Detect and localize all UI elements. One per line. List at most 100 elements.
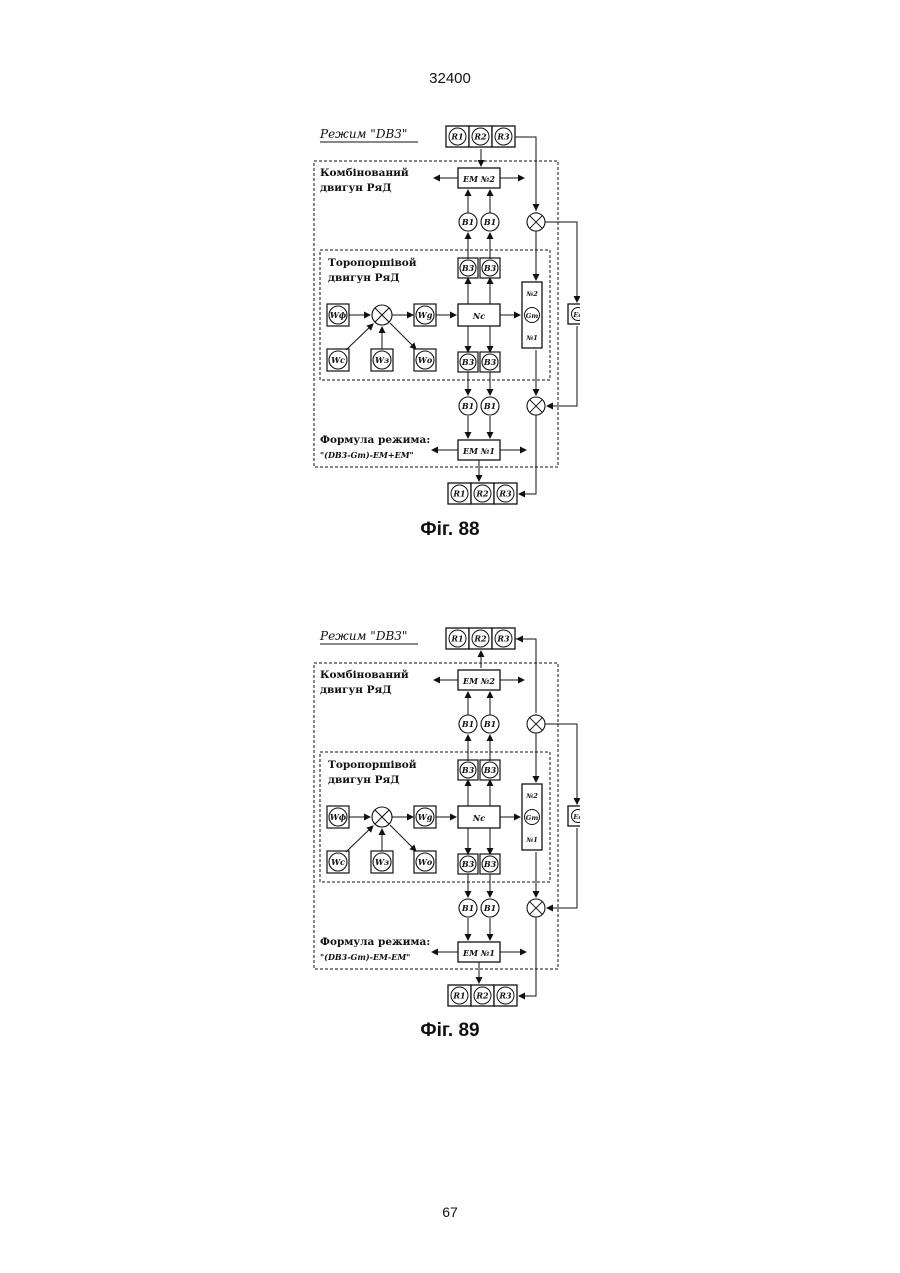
r-bank-bottom: R1R2R3 xyxy=(448,483,517,504)
b1-bottom-left: B1 xyxy=(459,899,477,917)
r3-label: R3 xyxy=(498,991,512,1001)
b1-bottom-left-label: B1 xyxy=(461,903,474,913)
b1-bottom-right: B1 xyxy=(481,397,499,415)
w-o-output: Wо xyxy=(414,851,436,873)
w-z-input: Wз xyxy=(371,349,393,371)
gm-label: Gm xyxy=(526,814,539,822)
em-top-block: EM №2 xyxy=(458,168,500,188)
nc-block: Nc xyxy=(458,304,500,326)
em-bottom-block: EM №1 xyxy=(458,942,500,962)
b1-top-left-label: B1 xyxy=(461,217,474,227)
nc-label: Nc xyxy=(472,813,485,823)
figure-88-diagram: Режим "DB3"R1R2R3R1R2R3Комбінованийдвигу… xyxy=(300,118,580,518)
b3-top-left-label: B3 xyxy=(461,263,475,273)
b1-top-right-label: B1 xyxy=(483,217,496,227)
b3-top-left: B3 xyxy=(458,258,478,278)
w-o-output: Wо xyxy=(414,349,436,371)
r-bank-bottom: R1 R2 R3 xyxy=(448,985,517,1006)
b1-top-right-label: B1 xyxy=(483,719,496,729)
summing-junction-w xyxy=(372,305,392,325)
formula-title: Формула режима: xyxy=(320,936,430,948)
formula-text: "(DB3-Gm)-EM-EM" xyxy=(320,952,410,962)
w-c-input-label: Wc xyxy=(331,857,345,867)
w-z-input-label: Wз xyxy=(375,857,389,867)
r3-label: R3 xyxy=(498,489,512,499)
formula-text: "(DB3-Gm)-EM+EM" xyxy=(320,450,414,460)
b3-top-right-label: B3 xyxy=(483,263,497,273)
w-o-output-label: Wо xyxy=(418,857,433,867)
document-number: 32400 xyxy=(0,70,900,87)
em-bottom-label: EM №1 xyxy=(462,948,495,958)
gm-block: №2Gm№1 xyxy=(522,784,542,850)
em-top-label: EM №2 xyxy=(462,174,495,184)
w-c-input: Wc xyxy=(327,349,349,371)
combined-engine-label: Комбінований xyxy=(320,669,409,681)
nc-block: Nc xyxy=(458,806,500,828)
w-f-input-label: Wф xyxy=(330,812,346,822)
w-g-output: Wg xyxy=(414,806,436,828)
ea-block: Ea xyxy=(568,806,580,826)
b3-bottom-left: B3 xyxy=(458,854,478,874)
b3-bottom-right: B3 xyxy=(480,854,500,874)
gm-no1-label: №1 xyxy=(525,334,538,342)
b1-top-left-label: B1 xyxy=(461,719,474,729)
figure-89-caption: Фіг. 89 xyxy=(0,1020,900,1042)
em-top-block: EM №2 xyxy=(458,670,500,690)
b3-bottom-right-label: B3 xyxy=(483,357,497,367)
r1-label: R1 xyxy=(450,634,463,644)
r-bank-top: R1R2R3 xyxy=(446,628,515,649)
r2-label: R2 xyxy=(475,991,489,1001)
b3-top-right-label: B3 xyxy=(483,765,497,775)
w-f-input: Wф xyxy=(327,304,349,326)
b1-bottom-left-label: B1 xyxy=(461,401,474,411)
w-g-output: Wg xyxy=(414,304,436,326)
b1-bottom-right-label: B1 xyxy=(483,903,496,913)
rotary-engine-label: Торопоршівой xyxy=(328,257,417,269)
b1-bottom-left: B1 xyxy=(459,397,477,415)
gm-block: №2Gm№1 xyxy=(522,282,542,348)
b3-top-left: B3 xyxy=(458,760,478,780)
w-c-input-label: Wc xyxy=(331,355,345,365)
rotary-engine-label-2: двигун РяД xyxy=(328,272,400,284)
figure-89-diagram: Режим "DB3"R1R2R3R1R2R3Комбінованийдвигу… xyxy=(300,620,580,1020)
summing-junction-w xyxy=(372,807,392,827)
ea-label: Ea xyxy=(572,813,580,821)
nc-label: Nc xyxy=(472,311,485,321)
summing-junction-bottom xyxy=(527,397,545,415)
b3-bottom-left: B3 xyxy=(458,352,478,372)
ea-label: Ea xyxy=(572,311,580,319)
b3-top-right: B3 xyxy=(480,258,500,278)
summing-junction-top xyxy=(527,715,545,733)
rotary-engine-label: Торопоршівой xyxy=(328,759,417,771)
r2-label: R2 xyxy=(475,489,489,499)
r3-label: R3 xyxy=(496,132,510,142)
combined-engine-label-2: двигун РяД xyxy=(320,182,392,194)
b3-bottom-right: B3 xyxy=(480,352,500,372)
summing-junction-top xyxy=(527,213,545,231)
w-z-input: Wз xyxy=(371,851,393,873)
em-top-label: EM №2 xyxy=(462,676,495,686)
w-f-input-label: Wф xyxy=(330,310,346,320)
figure-88-caption: Фіг. 88 xyxy=(0,519,900,541)
r3-label: R3 xyxy=(496,634,510,644)
mode-title: Режим "DB3" xyxy=(319,629,407,643)
combined-engine-label-2: двигун РяД xyxy=(320,684,392,696)
r1-label: R1 xyxy=(452,991,465,1001)
w-g-output-label: Wg xyxy=(418,310,433,320)
b1-bottom-right: B1 xyxy=(481,899,499,917)
combined-engine-label: Комбінований xyxy=(320,167,409,179)
gm-no2-label: №2 xyxy=(525,792,538,800)
page-number: 67 xyxy=(0,1204,900,1220)
r2-label: R2 xyxy=(473,132,487,142)
b3-bottom-right-label: B3 xyxy=(483,859,497,869)
b1-bottom-right-label: B1 xyxy=(483,401,496,411)
w-f-input: Wф xyxy=(327,806,349,828)
b3-top-left-label: B3 xyxy=(461,765,475,775)
gm-label: Gm xyxy=(526,312,539,320)
ea-block: Ea xyxy=(568,304,580,324)
b1-top-right: B1 xyxy=(481,213,499,231)
r-bank-top: R1R2R3 xyxy=(446,126,515,147)
rotary-engine-label-2: двигун РяД xyxy=(328,774,400,786)
b3-bottom-left-label: B3 xyxy=(461,357,475,367)
mode-title: Режим "DB3" xyxy=(319,127,407,141)
